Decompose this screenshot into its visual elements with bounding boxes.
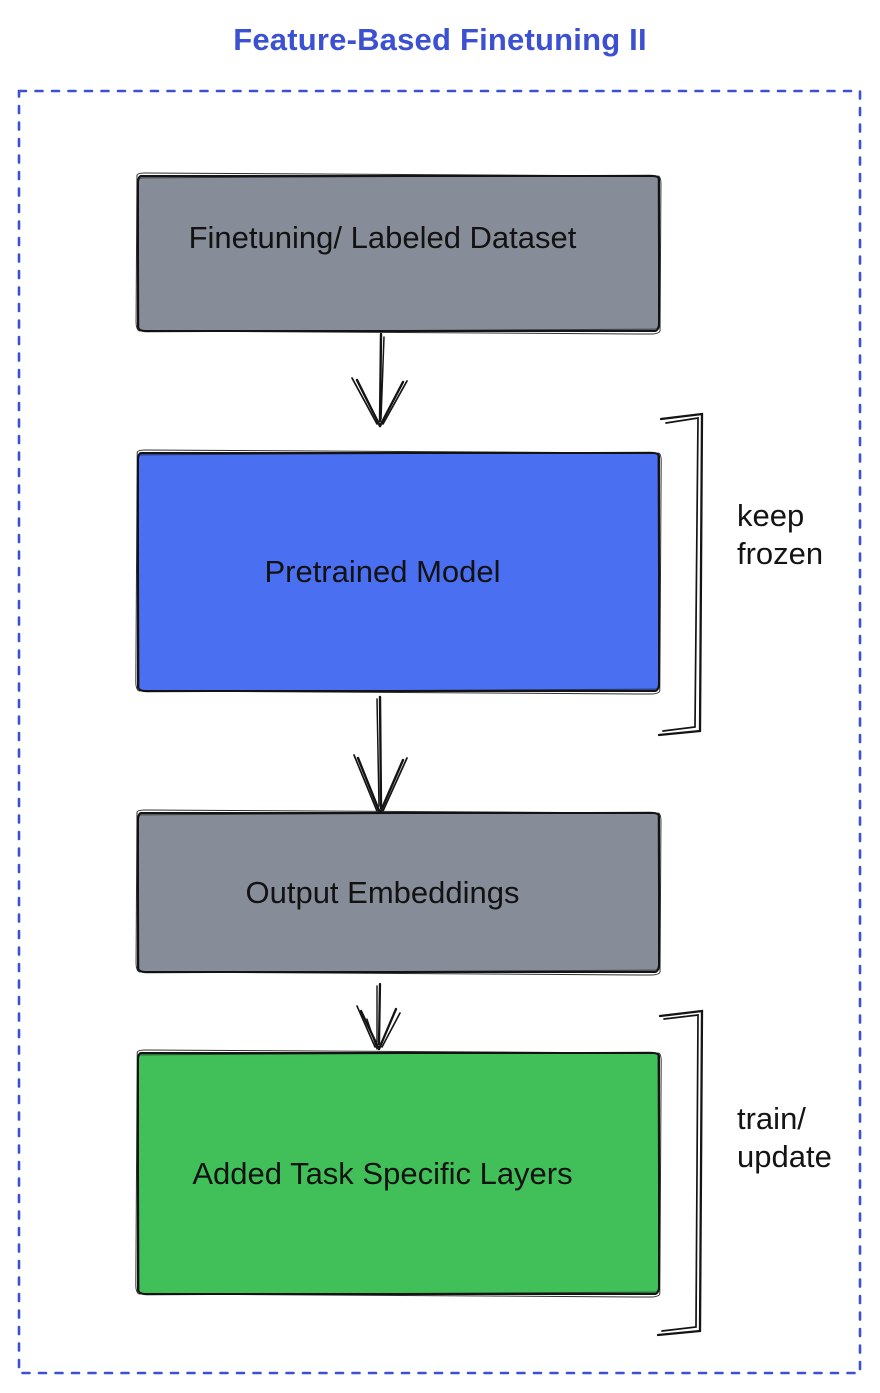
arrow-pretrained-to-embeddings <box>353 695 408 815</box>
node-added-task-specific-layers: Added Task Specific Layers <box>137 1052 660 1295</box>
arrow-embeddings-to-task-layers <box>356 982 401 1051</box>
diagram-title: Feature-Based Finetuning II <box>233 22 647 57</box>
annotation-line: frozen <box>737 536 824 571</box>
node-label: Finetuning/ Labeled Dataset <box>188 219 577 255</box>
arrow-dataset-to-pretrained <box>351 332 408 428</box>
annotation-line: keep <box>737 498 805 533</box>
node-label: Added Task Specific Layers <box>192 1155 573 1191</box>
node-pretrained-model: Pretrained Model <box>137 452 660 692</box>
bracket-train-update <box>656 1009 704 1337</box>
bracket-keep-frozen <box>657 412 704 737</box>
node-label: Output Embeddings <box>245 874 520 910</box>
annotation-train-update: train/ update <box>737 1100 832 1176</box>
node-output-embeddings: Output Embeddings <box>137 812 660 973</box>
annotation-line: update <box>737 1139 832 1174</box>
annotation-keep-frozen: keep frozen <box>737 497 823 573</box>
node-finetuning-dataset: Finetuning/ Labeled Dataset <box>137 175 660 332</box>
annotation-line: train/ <box>737 1101 806 1136</box>
node-label: Pretrained Model <box>264 554 501 589</box>
